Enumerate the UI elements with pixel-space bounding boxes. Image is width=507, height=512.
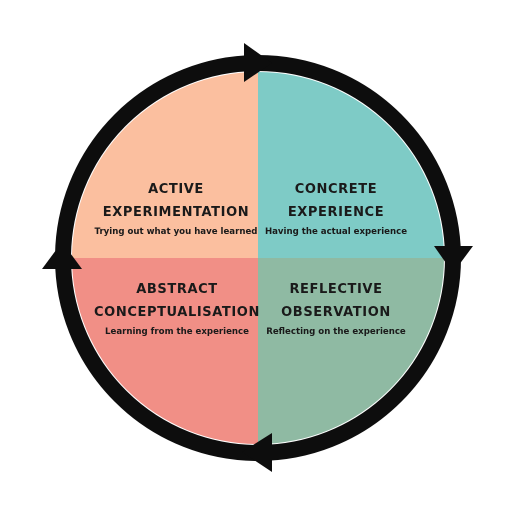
title-line1: ABSTRACT <box>136 282 217 297</box>
arrow-right-icon <box>244 43 272 82</box>
title-line2: CONCEPTUALISATION <box>94 305 260 320</box>
arrow-down-icon <box>434 246 473 273</box>
quadrant-active-experimentation <box>72 72 258 258</box>
subtitle: Trying out what you have learned <box>95 227 258 237</box>
arrow-up-icon <box>42 242 82 269</box>
subtitle: Reflecting on the experience <box>266 327 406 337</box>
subtitle: Having the actual experience <box>265 227 407 237</box>
title-line1: CONCRETE <box>295 182 377 197</box>
quadrant-reflective-observation <box>258 258 444 444</box>
subtitle: Learning from the experience <box>105 327 249 337</box>
quadrants <box>72 72 444 444</box>
title-line2: EXPERIENCE <box>288 205 384 220</box>
quadrant-abstract-conceptualisation <box>72 258 258 444</box>
title-line2: OBSERVATION <box>281 305 391 320</box>
arrowheads <box>42 43 473 472</box>
label-active-experimentation: ACTIVE EXPERIMENTATION Trying out what y… <box>95 182 258 237</box>
quadrant-concrete-experience <box>258 72 444 258</box>
title-line1: ACTIVE <box>148 182 204 197</box>
label-abstract-conceptualisation: ABSTRACT CONCEPTUALISATION Learning from… <box>94 282 260 337</box>
title-line1: REFLECTIVE <box>289 282 382 297</box>
label-concrete-experience: CONCRETE EXPERIENCE Having the actual ex… <box>265 182 407 237</box>
arrow-left-icon <box>242 433 272 472</box>
title-line2: EXPERIMENTATION <box>103 205 249 220</box>
label-reflective-observation: REFLECTIVE OBSERVATION Reflecting on the… <box>266 282 406 337</box>
